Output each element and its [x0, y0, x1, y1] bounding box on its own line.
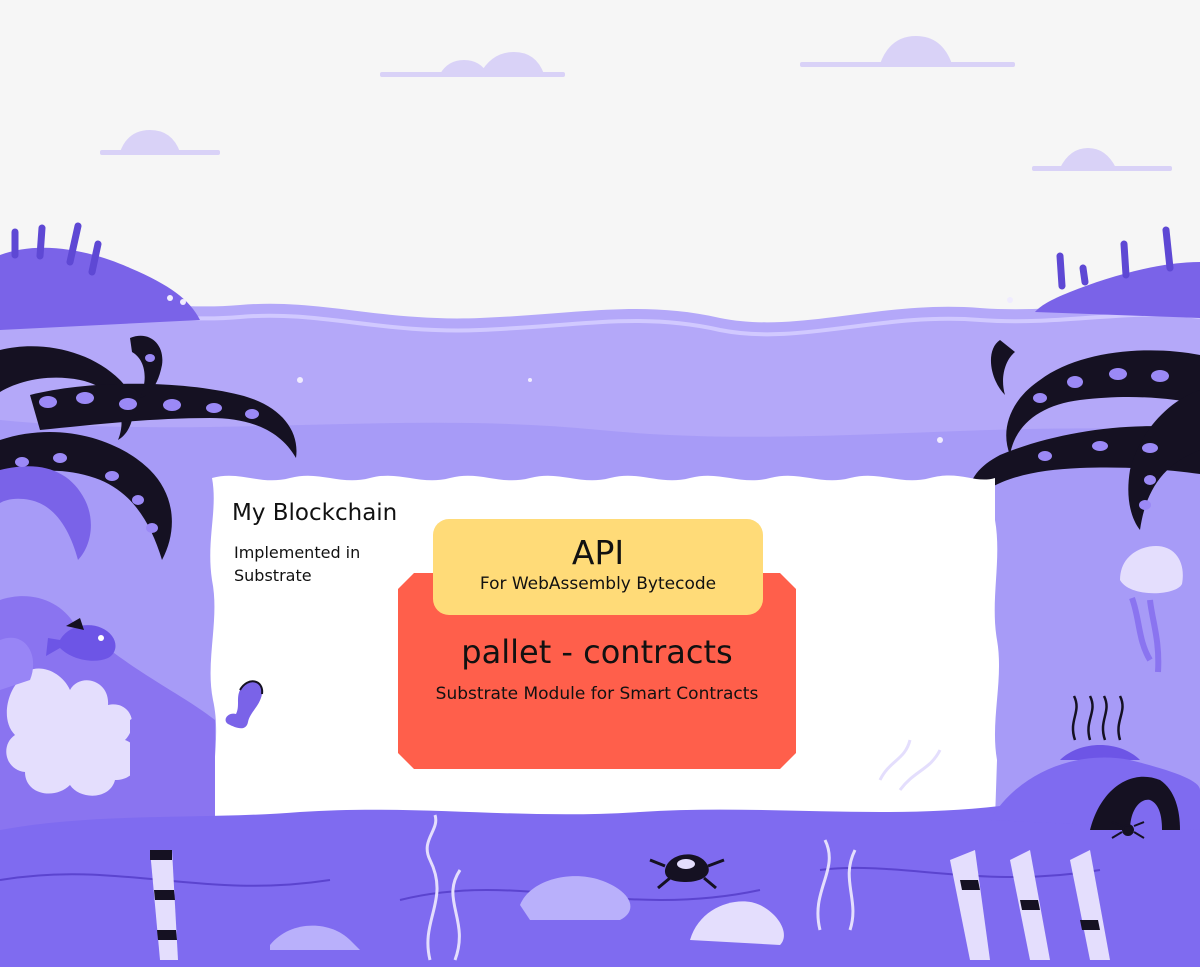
crab	[649, 854, 725, 890]
panel-title: My Blockchain	[232, 500, 398, 526]
api-box-subtitle: For WebAssembly Bytecode	[479, 574, 717, 594]
striped-coral	[950, 850, 1110, 960]
cave-inner	[1130, 799, 1162, 830]
cloud	[1060, 148, 1116, 168]
right-shore-grass	[1056, 226, 1174, 290]
left-shore-hill	[0, 247, 200, 330]
cloud	[440, 52, 544, 74]
right-shore-hill	[1035, 262, 1200, 318]
left-shore-grass	[11, 222, 102, 276]
api-box-title: API	[571, 533, 625, 572]
seabed-rocks	[270, 876, 784, 950]
cloud	[880, 36, 952, 64]
panel-subtitle: Implemented in Substrate	[234, 543, 361, 585]
bubbles	[167, 295, 1013, 443]
spider	[1111, 821, 1145, 839]
right-octopus-tentacles	[968, 340, 1200, 530]
jellyfish	[1120, 546, 1183, 673]
right-rock	[1060, 745, 1140, 760]
seabed-plants	[425, 739, 942, 961]
left-octopus-tentacles	[0, 335, 297, 640]
right-seaweed	[1071, 695, 1124, 741]
seahorse	[225, 680, 264, 729]
cloud	[120, 130, 180, 152]
left-striped-coral	[150, 850, 178, 960]
clouds	[100, 36, 1172, 171]
pallet-box-subtitle: Substrate Module for Smart Contracts	[435, 684, 759, 704]
api-box: API For WebAssembly Bytecode	[433, 519, 763, 615]
water-surface-highlight	[0, 310, 1200, 337]
pallet-box-title: pallet - contracts	[461, 633, 733, 671]
fish	[46, 618, 116, 661]
left-coral	[0, 609, 215, 840]
